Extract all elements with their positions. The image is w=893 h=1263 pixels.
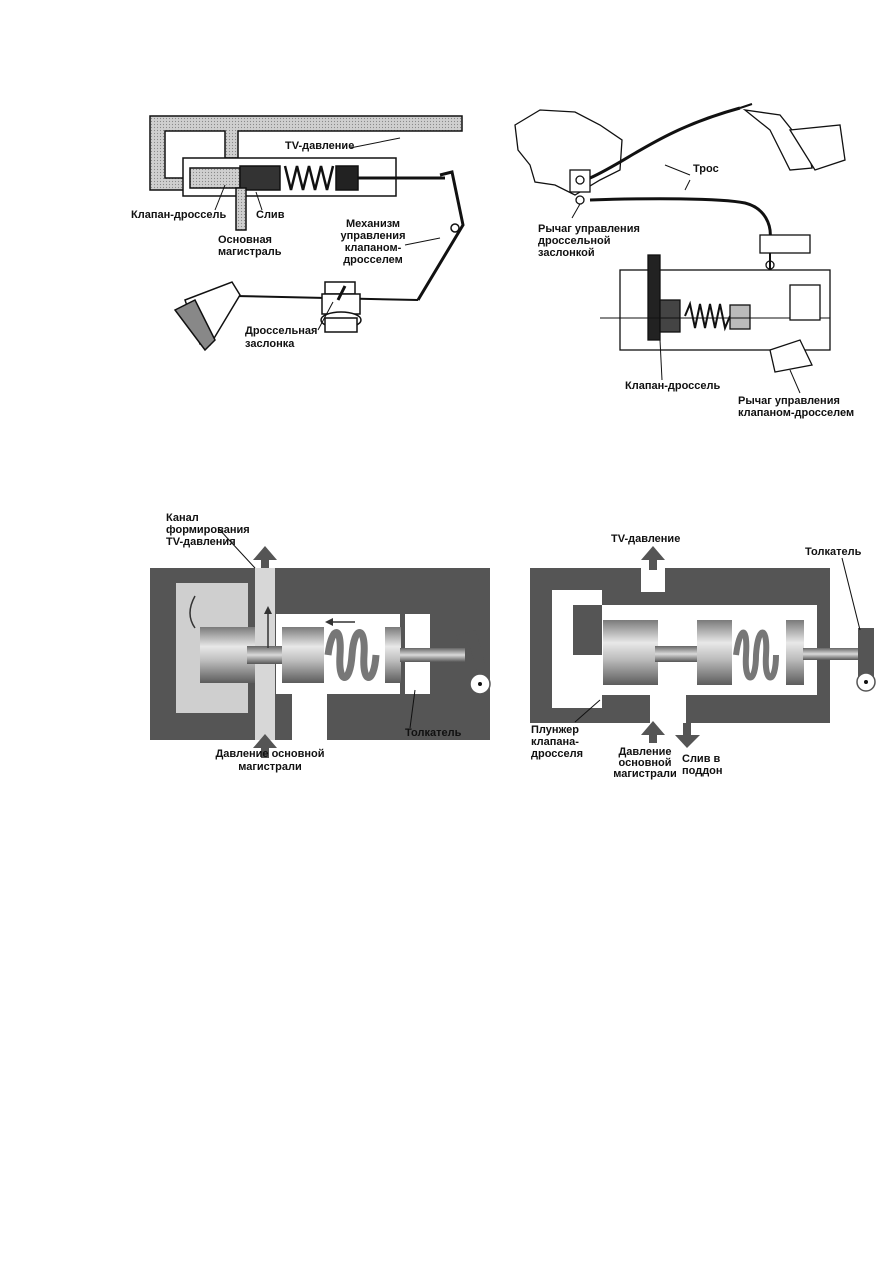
label-tv-pressure: TV-давление: [285, 140, 355, 152]
label-throttle-plate-2: заслонка: [245, 338, 295, 350]
label-throttle-lever-2: дроссельной: [538, 235, 611, 247]
label-linkage-3: клапаном-: [344, 242, 402, 254]
label-main-pressure-1: Давление основной: [215, 748, 325, 760]
label-drain-sump-2: поддон: [682, 765, 723, 777]
label-channel-1: Канал: [166, 512, 199, 524]
label-main-pressure-5: магистрали: [613, 768, 677, 780]
label-tv-lever-2: клапаном-дросселем: [738, 407, 855, 419]
label-drain: Слив: [256, 209, 285, 221]
label-throttle-valve: Клапан-дроссель: [131, 209, 227, 221]
label-main-pressure-2: магистрали: [238, 761, 302, 773]
label-linkage-2: управления: [340, 230, 406, 242]
label-main-pressure-3: Давление: [618, 746, 672, 758]
label-drain-sump-1: Слив в: [682, 753, 721, 765]
label-throttle-lever-3: заслонкой: [538, 247, 595, 259]
figure-bottom-left: [150, 527, 491, 758]
label-tv-pressure-2: TV-давление: [611, 533, 681, 545]
label-throttle-lever-1: Рычаг управления: [538, 223, 640, 235]
label-channel-3: TV-давления: [166, 536, 236, 548]
label-plunger-3: дросселя: [531, 748, 584, 760]
label-main-pressure-4: основной: [618, 757, 672, 769]
figure-bottom-right: [530, 546, 876, 748]
label-channel-2: формирования: [166, 524, 250, 536]
label-linkage-4: дросселем: [343, 254, 403, 266]
label-linkage-1: Механизм: [345, 218, 401, 230]
label-tv-lever-1: Рычаг управления: [738, 395, 840, 407]
label-throttle-plate-1: Дроссельная: [245, 325, 318, 337]
label-throttle-valve-2: Клапан-дроссель: [625, 380, 721, 392]
label-main-line-2: магистраль: [218, 246, 282, 258]
figure-top-right: [514, 103, 846, 394]
label-cable: Трос: [693, 163, 719, 175]
figure-top-left: [149, 115, 465, 352]
label-pushrod-2: Толкатель: [805, 546, 862, 558]
label-plunger-2: клапана-: [531, 736, 579, 748]
label-main-line-1: Основная: [218, 234, 272, 246]
label-plunger-1: Плунжер: [531, 724, 580, 736]
label-pushrod: Толкатель: [405, 727, 462, 739]
